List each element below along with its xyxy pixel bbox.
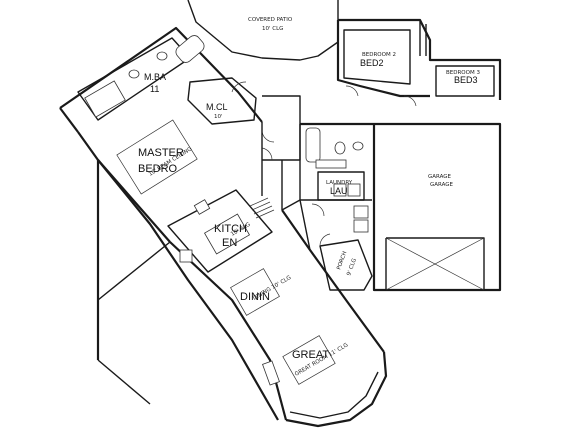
exterior-walls — [59, 18, 502, 428]
door-swing — [345, 85, 359, 97]
laundry-label: LAUNDRY — [326, 180, 353, 186]
bedroom-2-label: BEDROOM 2 — [362, 52, 396, 58]
door-swing — [311, 203, 325, 217]
tub-fixture — [305, 127, 321, 163]
bedroom-3-label: BEDROOM 3 — [446, 70, 480, 76]
sink-fixture — [193, 199, 211, 215]
master-bedroom-line1: MASTER — [138, 147, 184, 159]
master-closet-code: M.CL — [206, 102, 228, 112]
fireplace-fixture — [262, 360, 280, 386]
bedroom-3-code: BED3 — [454, 75, 478, 85]
toilet-fixture — [334, 141, 346, 155]
washer-fixture — [333, 183, 347, 197]
hall-bath — [262, 95, 364, 169]
kitchen-line1: KITCH — [214, 223, 247, 235]
bedroom-3: BEDROOM 3 BED3 — [435, 65, 495, 97]
garage-label: GARAGE — [428, 174, 452, 180]
master-bedroom-line2: BEDRO — [138, 163, 178, 175]
door-swing — [403, 95, 417, 107]
range-fixture — [179, 249, 193, 263]
kitchen: KITCH EN 10' CLG — [167, 189, 275, 273]
dryer-fixture — [347, 183, 361, 197]
appliance-fixture — [353, 219, 369, 233]
garage: GARAGE GARAGE — [428, 174, 454, 188]
porch-ceiling: 9' CLG — [346, 258, 358, 277]
master-bath-code: M.BA — [144, 72, 166, 82]
sink-fixture — [352, 141, 364, 151]
covered-patio-label: COVERED PATIO — [248, 17, 293, 23]
master-closet: M.CL 10' — [187, 77, 257, 125]
shower-fixture — [84, 80, 126, 118]
garage-code: GARAGE — [430, 182, 454, 188]
master-bedroom: MASTER BEDRO 10' BEAM CEILING — [116, 119, 198, 195]
dining-ceiling: DINING 10' CLG — [252, 275, 292, 302]
dining: DININ DINING 10' CLG — [230, 268, 292, 316]
sink-fixture — [156, 51, 168, 61]
stairs-icon — [249, 197, 275, 219]
door-swing — [261, 147, 273, 161]
dining-code: DININ — [240, 291, 270, 303]
island-fixture — [203, 213, 251, 255]
covered-patio-ceiling: 10' CLG — [262, 26, 283, 32]
bedroom-2-code: BED2 — [360, 58, 384, 68]
master-bath-num: 11 — [150, 84, 159, 94]
master-bath: M.BA 11 — [77, 35, 205, 121]
porch: PORCH 9' CLG — [319, 239, 373, 291]
laundry-code: LAU — [330, 186, 348, 196]
great-room: GREAT GREAT ROOM 11' CLG — [262, 335, 349, 386]
door-swing — [231, 81, 247, 93]
counter-fixture — [315, 159, 347, 169]
porch-label: PORCH — [336, 251, 348, 271]
hall-walls — [97, 122, 311, 405]
great-room-code: GREAT — [292, 349, 329, 361]
door-swing — [261, 129, 275, 143]
door-swing — [319, 233, 331, 247]
master-closet-num: 10' — [214, 114, 223, 120]
tub-fixture — [175, 35, 205, 63]
bedroom-2: BEDROOM 2 BED2 — [343, 29, 411, 85]
appliance-fixture — [353, 205, 369, 219]
sink-fixture — [128, 69, 140, 79]
covered-patio-area: COVERED PATIO 10' CLG — [187, 0, 339, 61]
laundry: LAUNDRY LAU — [317, 171, 369, 233]
kitchen-line2: EN — [222, 237, 237, 249]
